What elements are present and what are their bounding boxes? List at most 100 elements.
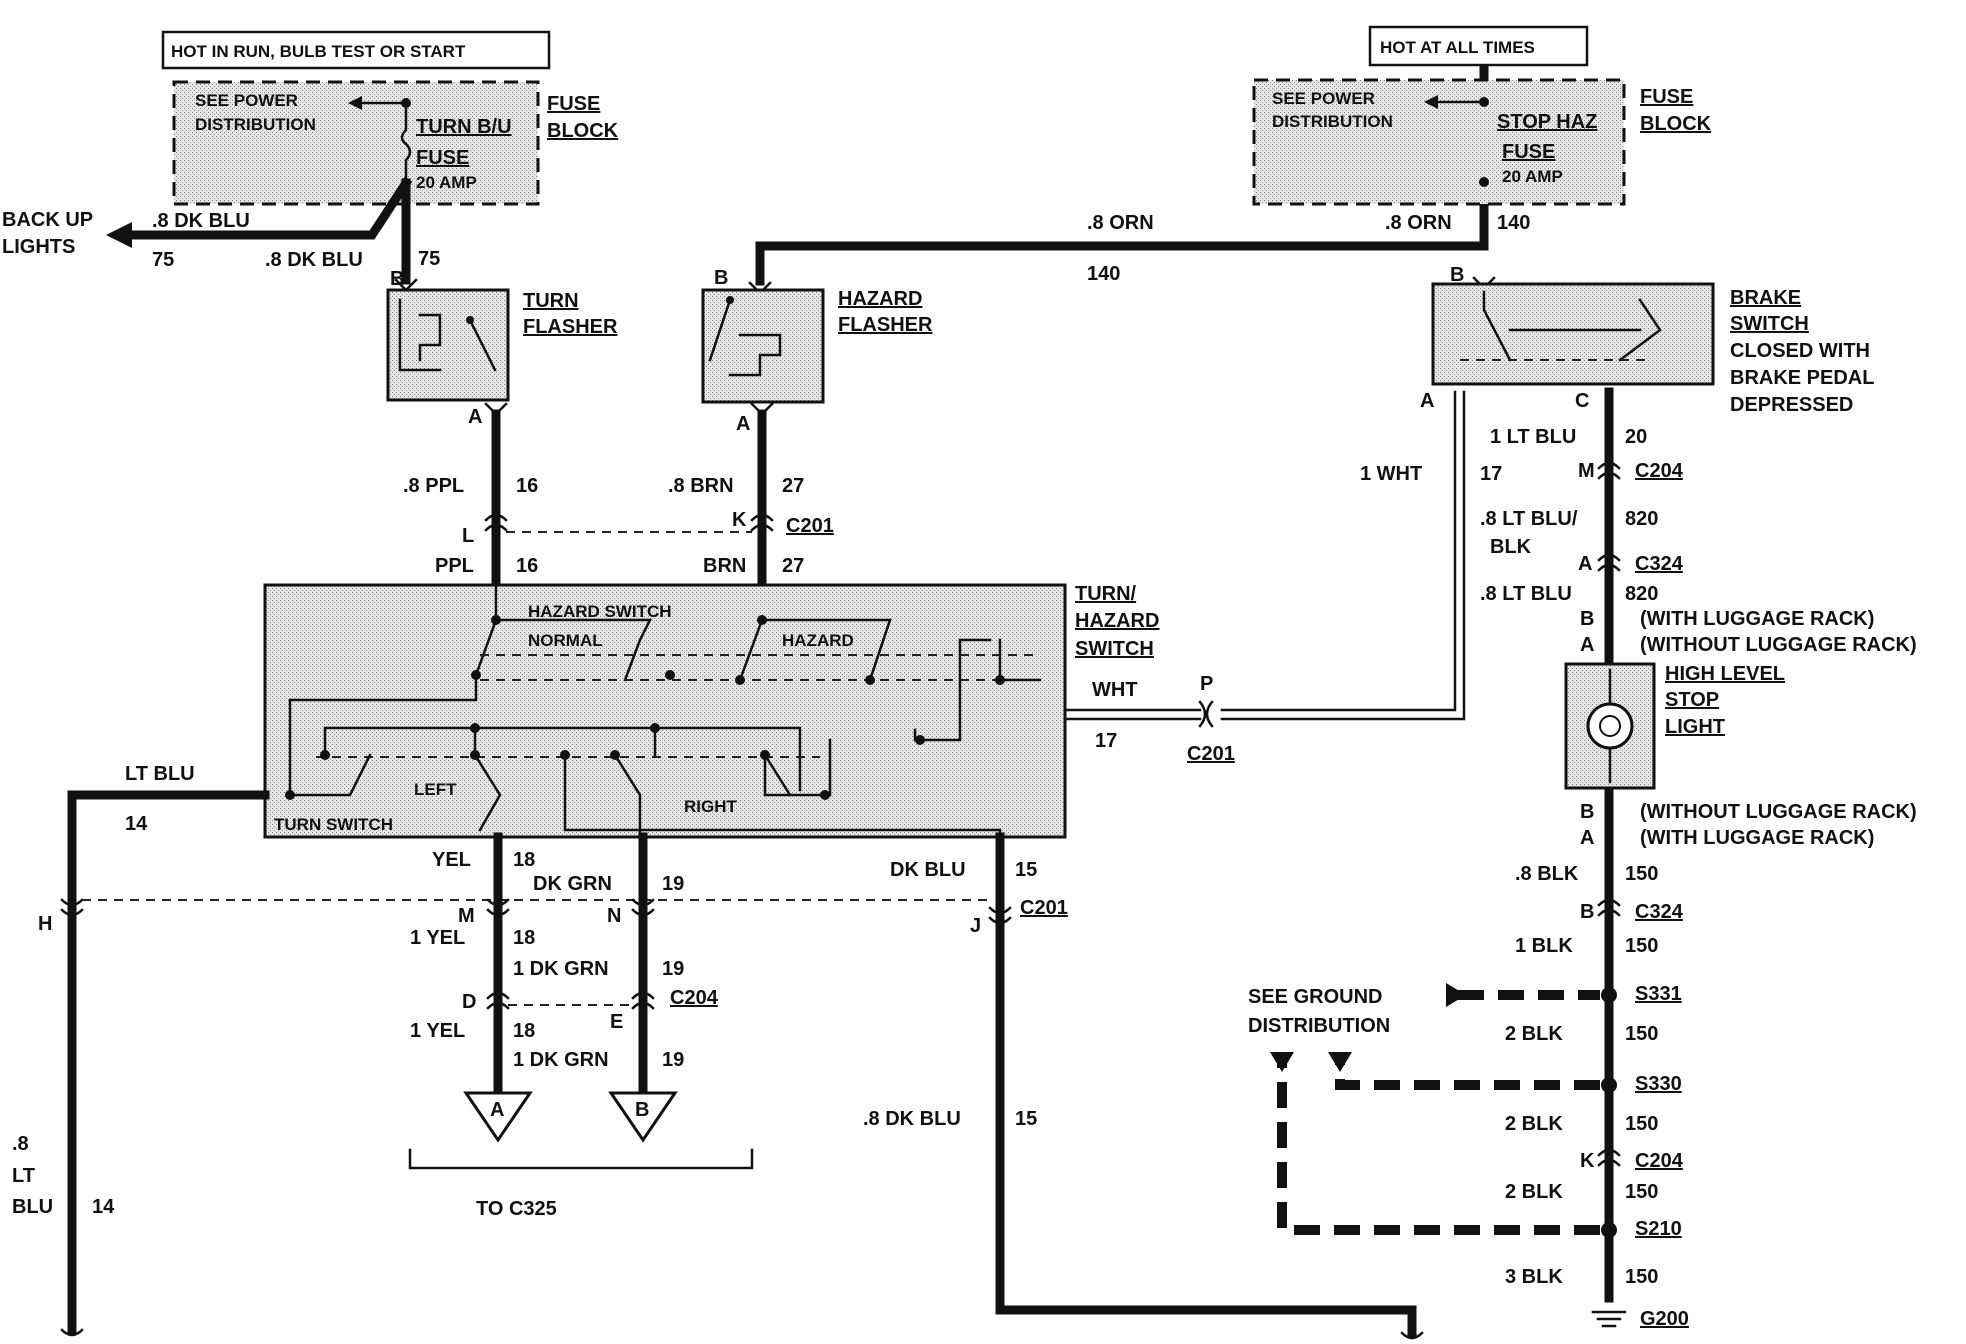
wht-circuit-1: 17 bbox=[1480, 463, 1502, 485]
right-hot-label: HOT AT ALL TIMES bbox=[1380, 38, 1535, 57]
turn-hazard-label-3: SWITCH bbox=[1075, 638, 1154, 660]
lt-blu-v-3: BLU bbox=[12, 1196, 53, 1218]
brake-switch-label-2: SWITCH bbox=[1730, 313, 1809, 335]
brake-switch-label-3: CLOSED WITH bbox=[1730, 340, 1870, 362]
orn-label-2: .8 ORN bbox=[1385, 212, 1452, 234]
normal-label: NORMAL bbox=[528, 631, 603, 650]
lt-blu-wire bbox=[67, 790, 270, 1335]
hazard-flasher-pin-a: A bbox=[736, 413, 750, 435]
yel-circuit-2: 18 bbox=[513, 927, 535, 949]
brake-switch-box bbox=[1431, 282, 1715, 386]
with-luggage-2: (WITH LUGGAGE RACK) bbox=[1640, 827, 1874, 849]
left-fuse-element bbox=[400, 101, 412, 185]
pin-l: L bbox=[462, 525, 474, 547]
yel-circuit: 18 bbox=[513, 849, 535, 871]
contact-14 bbox=[760, 750, 770, 760]
ppl-circuit: 16 bbox=[516, 475, 538, 497]
s331-splice bbox=[1601, 987, 1617, 1003]
right-fuse-name: STOP HAZ bbox=[1497, 111, 1597, 133]
brn-circuit: 27 bbox=[782, 475, 804, 497]
c150-6: 150 bbox=[1625, 1266, 1658, 1288]
brake-switch-label-5: DEPRESSED bbox=[1730, 394, 1853, 416]
c201-right: C201 bbox=[1187, 743, 1235, 765]
stop-light-label-2: STOP bbox=[1665, 689, 1719, 711]
see-power-right-1: SEE POWER bbox=[1272, 89, 1375, 108]
white-wire-connector-p bbox=[1198, 700, 1214, 728]
ltblu-blk-1: .8 LT BLU/ bbox=[1480, 508, 1578, 530]
left-fuse-block-2: BLOCK bbox=[547, 120, 619, 142]
s330-label: S330 bbox=[1635, 1073, 1682, 1095]
wht-label: WHT bbox=[1092, 679, 1138, 701]
right-fuse-dot-bottom bbox=[1479, 177, 1489, 187]
s330-ground-wire bbox=[1335, 1060, 1600, 1090]
ltblu-circuit: 20 bbox=[1625, 426, 1647, 448]
turn-flasher-contact bbox=[466, 316, 474, 324]
dkblu-15-wire: DK BLU 15 J C201 .8 DK BLU 15 bbox=[863, 832, 1424, 1340]
blk-1-label: 1 BLK bbox=[1515, 935, 1573, 957]
turn-hazard-switch: .8 PPL 16 L PPL 16 .8 BRN 27 K C201 BRN … bbox=[263, 409, 1159, 877]
pin-j: J bbox=[970, 915, 981, 937]
c204-right-2: C204 bbox=[1635, 1150, 1684, 1172]
c324-top: C324 bbox=[1635, 553, 1684, 575]
pin-b-lug-2: B bbox=[1580, 801, 1594, 823]
contact-12 bbox=[560, 750, 570, 760]
left-fuse-rating: 20 AMP bbox=[416, 173, 477, 192]
to-c325-label: TO C325 bbox=[476, 1198, 557, 1220]
pin-h: H bbox=[38, 913, 52, 935]
c820-2: 820 bbox=[1625, 583, 1658, 605]
see-power-right-2: DISTRIBUTION bbox=[1272, 112, 1393, 131]
stop-light-label-1: HIGH LEVEL bbox=[1665, 663, 1785, 685]
to-c325-bracket bbox=[408, 1148, 754, 1170]
left-hot-box bbox=[161, 30, 551, 70]
contact-17 bbox=[915, 735, 925, 745]
contact-11 bbox=[470, 750, 480, 760]
dkgrn-circuit-2: 19 bbox=[662, 958, 684, 980]
brake-switch: B BRAKE SWITCH CLOSED WITH BRAKE PEDAL D… bbox=[1420, 264, 1874, 416]
s330-splice bbox=[1601, 1077, 1617, 1093]
white-wire-inner bbox=[1220, 390, 1466, 721]
pin-k-right: K bbox=[1580, 1150, 1595, 1172]
ppl-label: .8 PPL bbox=[403, 475, 464, 497]
pin-a-lug-2: A bbox=[1580, 827, 1594, 849]
hazard-flasher-contact bbox=[726, 296, 734, 304]
backup-lights-section: BACK UP LIGHTS .8 DK BLU 75 .8 DK BLU 75 bbox=[2, 176, 440, 271]
ltblu-8-label: .8 LT BLU bbox=[1480, 583, 1572, 605]
pin-a-lug: A bbox=[1580, 634, 1594, 656]
see-ground-1: SEE GROUND bbox=[1248, 986, 1382, 1008]
ltblu-1-label: 1 LT BLU bbox=[1490, 426, 1576, 448]
arrow-b-label: B bbox=[635, 1099, 649, 1121]
backup-circuit: 75 bbox=[152, 249, 174, 271]
turn-flasher-label-2: FLASHER bbox=[523, 316, 618, 338]
left-fuse-word: FUSE bbox=[416, 147, 469, 169]
brn-circuit-2: 27 bbox=[782, 555, 804, 577]
pin-k-c204-connector bbox=[1597, 1148, 1621, 1167]
c201-pin-k bbox=[750, 513, 774, 532]
contact-9 bbox=[650, 723, 660, 733]
turn-flasher-label-1: TURN bbox=[523, 290, 579, 312]
brn-label: .8 BRN bbox=[668, 475, 734, 497]
blk-3-label: 3 BLK bbox=[1505, 1266, 1563, 1288]
left-fuse-block-1: FUSE bbox=[547, 93, 600, 115]
c201-top: C201 bbox=[786, 515, 834, 537]
ltblu-blk-2: BLK bbox=[1490, 536, 1532, 558]
contact-6 bbox=[865, 675, 875, 685]
c204-right-1: C204 bbox=[1635, 460, 1684, 482]
g200-label: G200 bbox=[1640, 1308, 1689, 1330]
dkblu-circuit: 15 bbox=[1015, 859, 1037, 881]
s210-label: S210 bbox=[1635, 1218, 1682, 1240]
s331-label: S331 bbox=[1635, 983, 1682, 1005]
backup-label-1: BACK UP bbox=[2, 209, 93, 231]
dkblu-end bbox=[1400, 1331, 1424, 1340]
pin-e: E bbox=[610, 1011, 623, 1033]
right-fuse-rating: 20 AMP bbox=[1502, 167, 1563, 186]
left-power-section: HOT IN RUN, BULB TEST OR START SEE POWER… bbox=[161, 30, 619, 206]
hazard-switch-label: HAZARD SWITCH bbox=[528, 602, 672, 621]
pin-d: D bbox=[462, 991, 476, 1013]
pin-j-connector bbox=[988, 906, 1012, 925]
brake-switch-label-1: BRAKE bbox=[1730, 287, 1801, 309]
left-see-arrowhead bbox=[348, 96, 362, 110]
contact-13 bbox=[610, 750, 620, 760]
arrow-a-label: A bbox=[490, 1099, 504, 1121]
lt-blu-14-wire: LT BLU 14 H .8 LT BLU 14 bbox=[12, 763, 270, 1337]
